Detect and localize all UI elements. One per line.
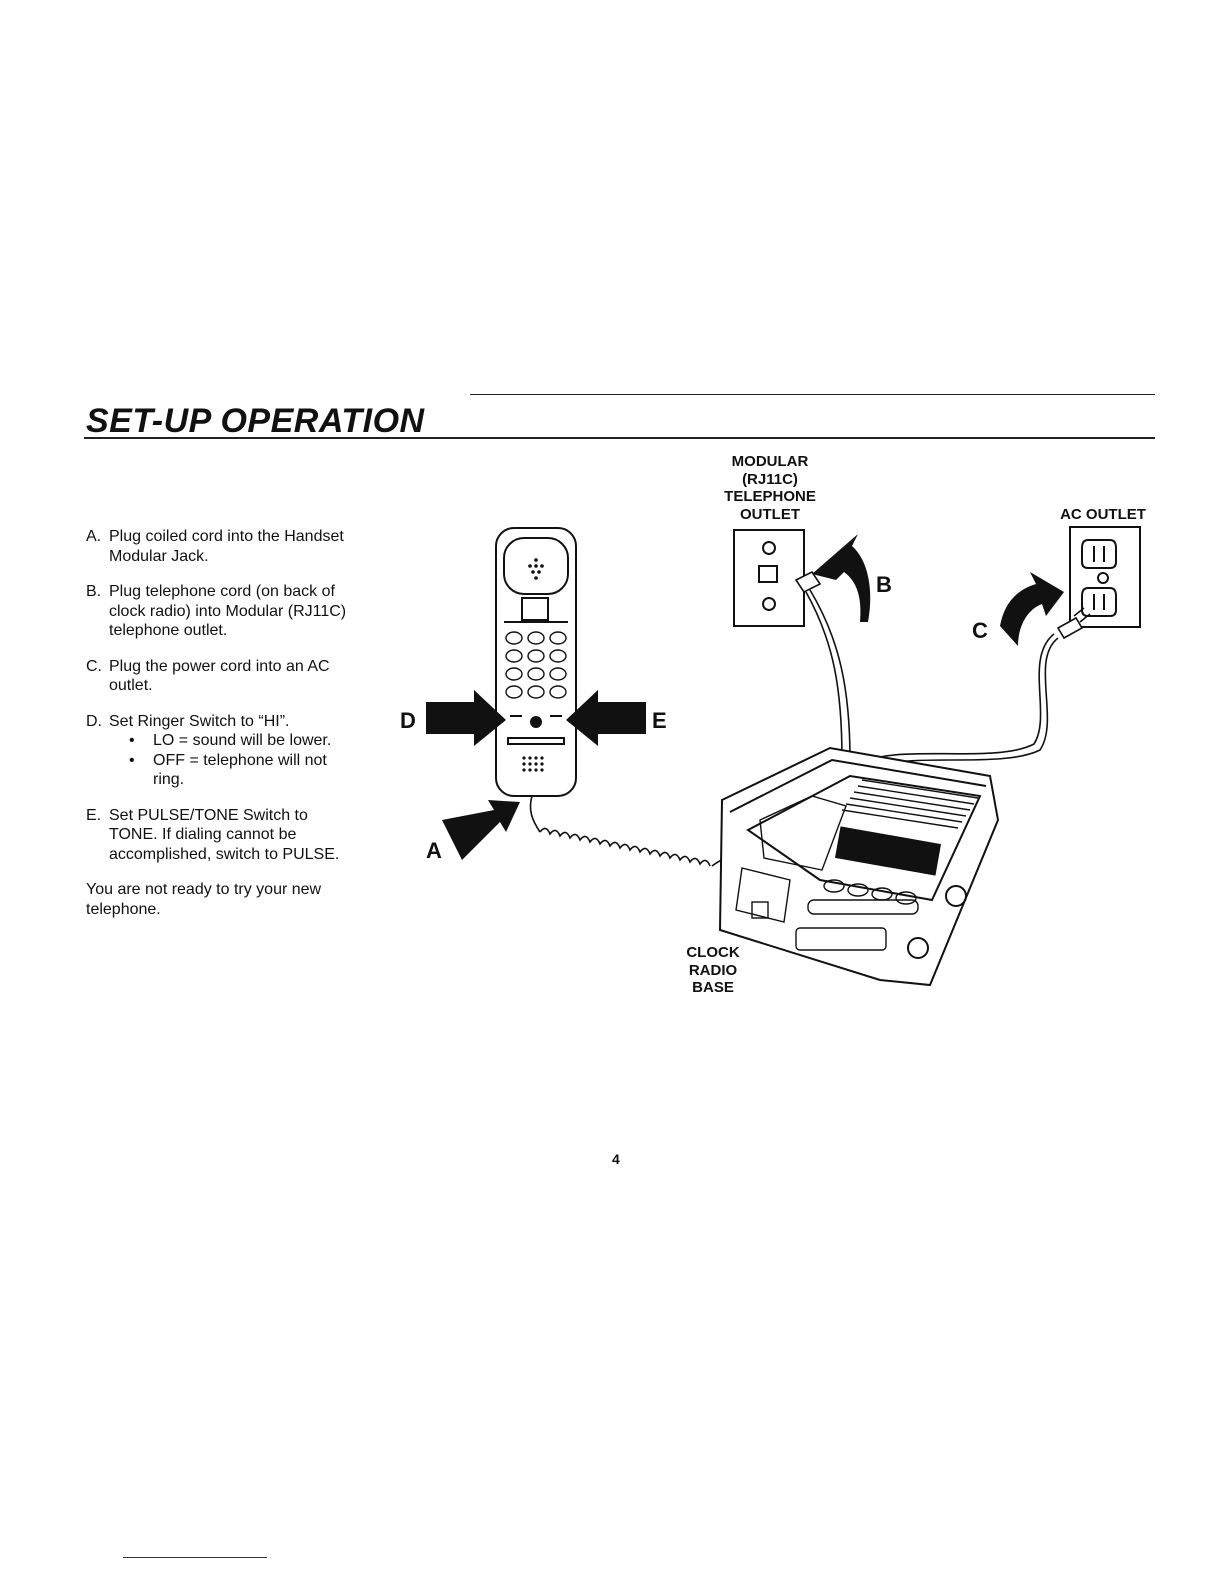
arrow-a-letter: A — [426, 838, 442, 863]
bullet-text: LO = sound will be lower. — [153, 732, 332, 749]
bullet-item: • OFF = telephone will not ring. — [109, 751, 348, 790]
step-e: E. Set PULSE/TONE Switch to TONE. If dia… — [86, 806, 348, 865]
label-line: MODULAR — [731, 453, 809, 470]
closing-note: You are not ready to try your new teleph… — [86, 881, 322, 918]
modular-jack-plate-icon — [733, 529, 805, 627]
page-number: 4 — [612, 1151, 620, 1167]
arrow-b-letter: B — [876, 572, 892, 597]
clock-radio-base-illustration — [718, 746, 1000, 987]
ac-outlet-icon — [1069, 526, 1141, 628]
arrow-e-icon — [566, 690, 646, 746]
step-key: B. — [86, 583, 102, 600]
setup-steps: A. Plug coiled cord into the Handset Mod… — [86, 527, 348, 919]
clock-radio-base-label: CLOCK RADIO BASE — [672, 944, 754, 997]
step-c: C. Plug the power cord into an AC outlet… — [86, 657, 348, 696]
step-body: Set Ringer Switch to “HI”. • LO = sound … — [109, 712, 348, 790]
cordless-handset-illustration — [495, 527, 577, 797]
setup-diagram: A B C D E — [400, 526, 1141, 987]
step-d: D. Set Ringer Switch to “HI”. • LO = sou… — [86, 712, 348, 790]
footer-rule — [123, 1557, 267, 1558]
header-rule-bottom — [84, 437, 1155, 439]
ac-outlet-label: AC OUTLET — [1060, 506, 1146, 523]
label-line: CLOCK — [686, 944, 740, 961]
arrow-a-icon — [442, 800, 520, 860]
arrow-d-icon — [426, 690, 506, 746]
label-line: OUTLET — [740, 505, 800, 523]
arrow-e-letter: E — [652, 708, 667, 733]
step-key: E. — [86, 806, 102, 824]
cords — [794, 570, 1091, 771]
step-key: A. — [86, 528, 102, 545]
step-key: D. — [86, 712, 102, 730]
label-line: TELEPHONE — [724, 488, 816, 505]
step-text: Set PULSE/TONE Switch to TONE. If dialin… — [109, 806, 340, 863]
step-text: Set Ringer Switch to “HI”. — [109, 712, 290, 730]
label-line: BASE — [692, 979, 734, 996]
step-text: Plug telephone cord (on back of clock ra… — [109, 583, 347, 639]
bullet-icon: • — [129, 751, 135, 769]
arrow-d-letter: D — [400, 708, 416, 733]
arrow-b-icon — [812, 534, 871, 622]
step-text: Plug coiled cord into the Handset Modula… — [109, 528, 344, 565]
page-title: SET-UP OPERATION — [86, 402, 425, 440]
modular-outlet-label: MODULAR (RJ11C) TELEPHONE OUTLET — [705, 453, 835, 523]
label-line: RADIO — [688, 961, 738, 979]
step-b: B. Plug telephone cord (on back of clock… — [86, 582, 348, 641]
step-key: C. — [86, 657, 102, 675]
label-line: (RJ11C) — [742, 470, 798, 488]
bullet-item: • LO = sound will be lower. — [109, 731, 348, 751]
bullet-icon: • — [129, 732, 135, 749]
header-rule-top — [470, 394, 1155, 395]
coiled-cord — [529, 795, 739, 867]
arrow-c-icon — [1000, 572, 1064, 646]
bullet-text: OFF = telephone will not ring. — [153, 751, 327, 789]
step-text: Plug the power cord into an AC outlet. — [109, 657, 330, 695]
arrow-c-letter: C — [972, 618, 988, 643]
step-a: A. Plug coiled cord into the Handset Mod… — [86, 527, 348, 566]
